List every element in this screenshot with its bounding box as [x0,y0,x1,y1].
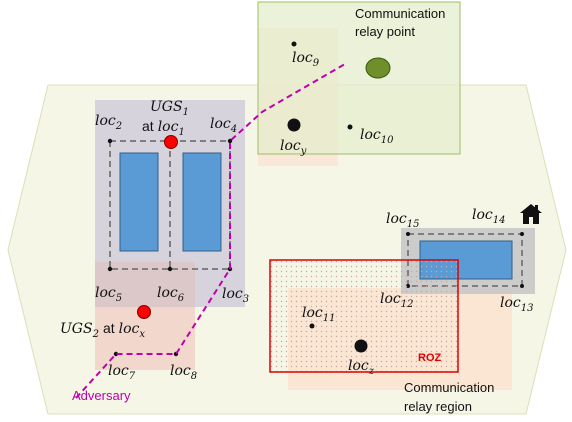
loc11-point [309,323,315,329]
loc4-label: loc4 [210,116,237,135]
loc11-label: loc11 [302,305,335,324]
loc10-point [347,124,353,130]
loc14-label: loc14 [472,207,505,226]
loc9-label: loc9 [292,50,320,69]
loc12-label: loc12 [380,291,413,310]
ugs1-label: UGS1 [150,99,189,118]
ugs1-marker [164,135,178,149]
building-right [182,152,222,252]
loc13-label: loc13 [500,295,533,314]
loc2-label: loc2 [95,113,122,132]
relay-region-label-line2: relay region [404,399,472,414]
relay-point-marker [365,57,391,79]
relay-region-label-line1: Communication [404,380,494,395]
loc15-label: loc15 [386,211,419,230]
loc9-point [291,41,297,47]
locy-point [287,118,301,132]
home-icon [520,204,542,224]
loc8-label: loc8 [170,363,197,382]
loc3-label: loc3 [222,286,249,305]
relay-point-label-line2: relay point [355,24,415,39]
loc6-label: loc6 [157,285,185,304]
ugs2-marker [137,305,151,319]
locy-label: locy [280,138,307,157]
roz-label: ROZ [418,352,442,364]
locz-point [354,339,368,353]
adversary-label: Adversary [72,388,131,403]
loc7-label: loc7 [108,363,136,382]
building-left [119,152,159,252]
locz-label: locz [348,358,375,377]
adversary-path [75,63,346,399]
loc5-label: loc5 [95,285,122,304]
relay-point-label-line1: Communication [355,6,445,21]
loc10-label: loc10 [360,127,394,146]
roz-zone [269,259,459,373]
